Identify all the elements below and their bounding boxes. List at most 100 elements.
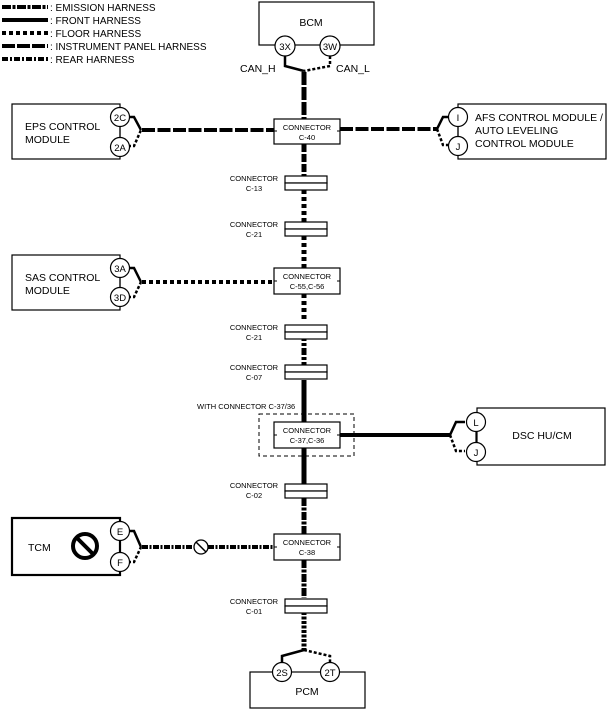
pcm-box — [249, 671, 366, 709]
tcm-pin-f[interactable]: F — [109, 551, 131, 573]
tcm-pin-e[interactable]: E — [109, 520, 131, 542]
connector-half-bottom — [284, 331, 328, 340]
afs-pin-i-wire — [435, 115, 450, 130]
pin-circle — [109, 257, 131, 279]
pin-circle — [109, 136, 131, 158]
sas-label-line1: SAS CONTROL — [25, 272, 100, 284]
eps-pin-2c[interactable]: 2C — [109, 106, 131, 128]
connector-id: C-38 — [299, 548, 315, 557]
dsc-hu-cm-module[interactable]: DSC HU/CM — [476, 407, 606, 466]
bcm-label: BCM — [299, 17, 322, 29]
sas-control-module[interactable]: SAS CONTROL MODULE — [11, 254, 121, 311]
connector-c13[interactable]: CONNECTOR C-13 — [230, 174, 328, 193]
connector-c38[interactable]: CONNECTOR C-38 — [273, 533, 341, 561]
connector-id: C-01 — [246, 607, 262, 616]
afs-pin-j[interactable]: J — [447, 135, 469, 157]
pcm-pin-2s[interactable]: 2S — [271, 661, 293, 683]
pin-label: I — [457, 113, 460, 124]
connector-c40[interactable]: CONNECTOR C-40 — [273, 118, 341, 145]
tcm-module[interactable]: TCM — [10, 516, 122, 577]
pin-circle — [271, 661, 293, 683]
pin-circle — [465, 441, 487, 463]
connector-label: CONNECTOR — [283, 272, 332, 281]
pcm-module[interactable]: PCM — [249, 671, 366, 709]
pin-label: E — [117, 527, 123, 538]
connector-c37-c36[interactable]: CONNECTOR C-37,C-36 — [273, 421, 341, 449]
dsc-pin-j[interactable]: J — [465, 441, 487, 463]
pin-label: 3X — [279, 42, 291, 53]
bcm-pin-3x[interactable]: 3X — [274, 35, 296, 57]
legend-item-instrument: : INSTRUMENT PANEL HARNESS — [2, 42, 207, 53]
dsc-pin-l-wire — [448, 420, 465, 436]
sas-pin-3d-wire — [128, 281, 143, 299]
connector-label: CONNECTOR — [230, 174, 279, 183]
sas-pin-3a[interactable]: 3A — [109, 257, 131, 279]
optional-connector-note: WITH CONNECTOR C-37/36 — [197, 402, 295, 411]
connector-c01[interactable]: CONNECTOR C-01 — [230, 597, 328, 616]
connector-label: CONNECTOR — [230, 363, 279, 372]
legend-label: : REAR HARNESS — [50, 55, 135, 66]
eps-control-module[interactable]: EPS CONTROL MODULE — [11, 103, 121, 160]
connector-c07[interactable]: CONNECTOR C-07 — [230, 363, 328, 382]
connector-c21-lower[interactable]: CONNECTOR C-21 — [230, 323, 328, 342]
pin-circle — [465, 411, 487, 433]
pin-circle — [274, 35, 296, 57]
legend-label: : FRONT HARNESS — [50, 16, 141, 27]
pin-label: J — [456, 142, 461, 153]
sas-box — [11, 254, 121, 311]
legend: : EMISSION HARNESS : FRONT HARNESS : FLO… — [2, 3, 207, 66]
legend-item-floor: : FLOOR HARNESS — [2, 29, 141, 40]
eps-label-line2: MODULE — [25, 134, 70, 146]
can-l-wire — [303, 56, 332, 73]
connector-half-bottom — [284, 371, 328, 380]
pin-circle — [109, 551, 131, 573]
connector-id: C-02 — [246, 491, 262, 500]
connector-half-top — [284, 221, 328, 230]
afs-label-line1: AFS CONTROL MODULE / — [475, 112, 603, 124]
bcm-module[interactable]: BCM — [258, 1, 375, 46]
pin-label: 2A — [114, 143, 126, 154]
connector-c55-c56[interactable]: CONNECTOR C-55,C-56 — [273, 267, 341, 295]
eps-label-line1: EPS CONTROL — [25, 121, 100, 133]
pin-circle — [109, 106, 131, 128]
connector-half-bottom — [284, 182, 328, 191]
pin-label: 3W — [323, 42, 337, 53]
connector-box — [273, 267, 341, 295]
afs-label-line2: AUTO LEVELING — [475, 125, 558, 137]
can-l-label: CAN_L — [336, 63, 370, 75]
legend-label: : INSTRUMENT PANEL HARNESS — [50, 42, 207, 53]
connector-id: C-40 — [299, 133, 315, 142]
afs-pin-j-wire — [435, 128, 450, 147]
bcm-pin-3w[interactable]: 3W — [319, 35, 341, 57]
legend-label: : FLOOR HARNESS — [50, 29, 141, 40]
pin-circle — [319, 661, 341, 683]
connector-id: C-21 — [246, 230, 262, 239]
eps-pin-2c-wire — [128, 115, 143, 131]
legend-label: : EMISSION HARNESS — [50, 3, 156, 14]
dsc-pin-l[interactable]: L — [465, 411, 487, 433]
connector-half-bottom — [284, 490, 328, 499]
connector-label: CONNECTOR — [230, 323, 279, 332]
connector-label: CONNECTOR — [230, 220, 279, 229]
eps-box — [11, 103, 121, 160]
pin-label: 2C — [114, 113, 126, 124]
connector-c02[interactable]: CONNECTOR C-02 — [230, 481, 328, 500]
pin-circle — [109, 286, 131, 308]
connector-label: CONNECTOR — [283, 538, 332, 547]
pcm-pin-2t[interactable]: 2T — [319, 661, 341, 683]
connector-id: C-13 — [246, 184, 262, 193]
tcm-pin-e-wire — [128, 529, 143, 548]
eps-pin-2a[interactable]: 2A — [109, 136, 131, 158]
pcm-pin-2s-wire — [280, 648, 305, 664]
afs-pin-i[interactable]: I — [447, 106, 469, 128]
connector-c21-upper[interactable]: CONNECTOR C-21 — [230, 220, 328, 239]
afs-control-module[interactable]: AFS CONTROL MODULE / AUTO LEVELING CONTR… — [457, 103, 607, 160]
afs-label-line3: CONTROL MODULE — [475, 138, 574, 150]
connector-box — [273, 533, 341, 561]
connector-id: C-21 — [246, 333, 262, 342]
tcm-label: TCM — [28, 542, 51, 554]
sas-pin-3d[interactable]: 3D — [109, 286, 131, 308]
pin-label: F — [117, 558, 123, 569]
dsc-pin-j-wire — [448, 434, 465, 453]
